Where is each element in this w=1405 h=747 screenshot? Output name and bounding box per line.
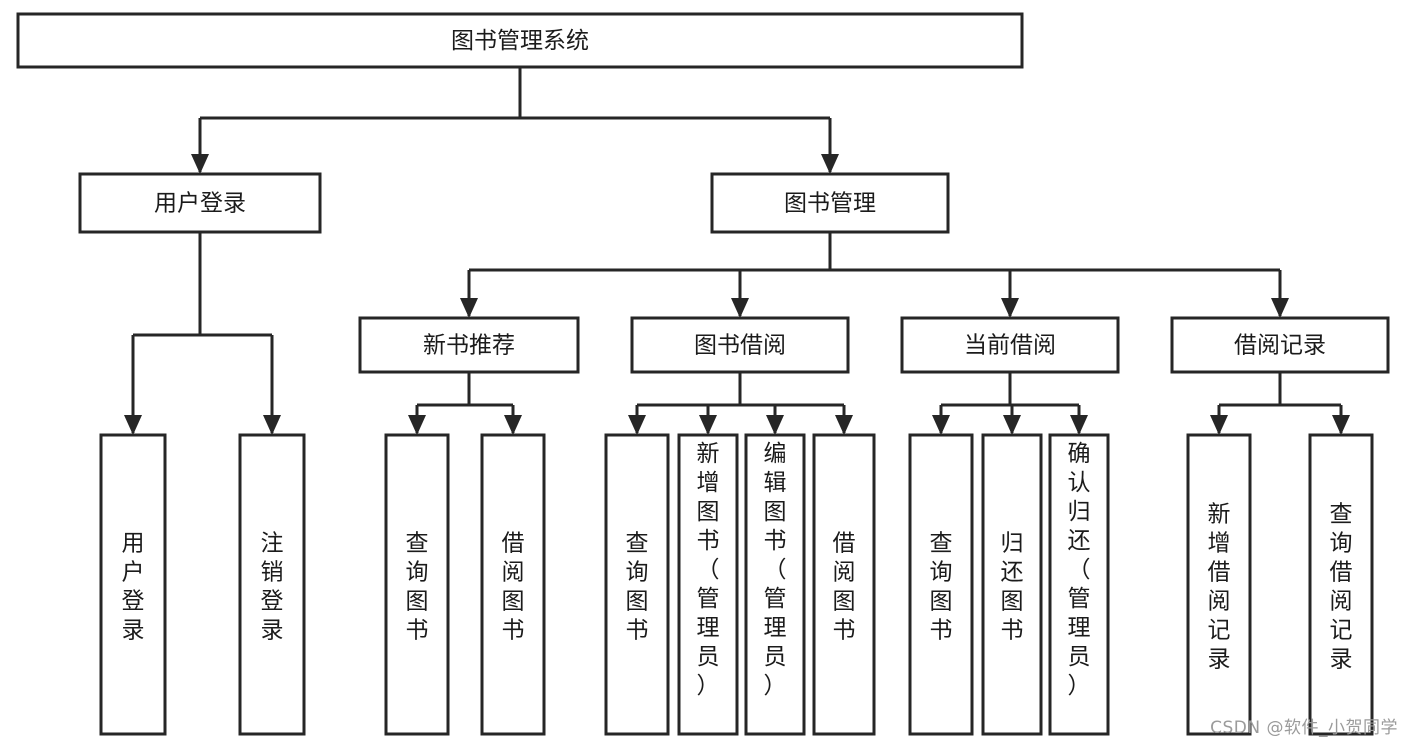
arrow-head-icon <box>124 415 142 435</box>
node-current-borrow[interactable] <box>900 316 1120 374</box>
arrow-head-icon <box>1070 415 1088 435</box>
arrow-head-icon <box>1332 415 1350 435</box>
node-leaf-query-record-label: 查询借阅记录 <box>1330 502 1353 673</box>
node-new-book-recommend-label: 新书推荐 <box>423 333 515 359</box>
node-new-book-recommend[interactable] <box>358 316 580 374</box>
arrow-head-icon <box>460 298 478 318</box>
arrow-head-icon <box>1210 415 1228 435</box>
node-book-manage-label: 图书管理 <box>784 191 876 217</box>
node-leaf-add-book[interactable] <box>677 433 739 736</box>
node-current-borrow-label: 当前借阅 <box>964 333 1056 359</box>
arrow-head-icon <box>699 415 717 435</box>
node-leaf-return-book-label: 归还图书 <box>1001 531 1024 644</box>
arrow-head-icon <box>191 154 209 174</box>
node-leaf-add-book-label: 新增图书（管理员） <box>697 441 720 699</box>
node-user-login-label: 用户登录 <box>154 191 246 217</box>
node-leaf-add-record[interactable] <box>1186 433 1252 736</box>
node-borrow-record-label: 借阅记录 <box>1234 333 1326 359</box>
arrow-head-icon <box>932 415 950 435</box>
node-book-borrow-label: 图书借阅 <box>694 333 786 359</box>
connector-layer <box>124 67 1350 435</box>
node-leaf-add-record-label: 新增借阅记录 <box>1208 502 1231 673</box>
node-user-login[interactable] <box>78 172 322 234</box>
node-leaf-borrow-book-2[interactable] <box>812 433 876 736</box>
node-leaf-borrow-book-1-label: 借阅图书 <box>502 531 525 644</box>
arrow-head-icon <box>1271 298 1289 318</box>
node-borrow-record[interactable] <box>1170 316 1390 374</box>
arrow-head-icon <box>766 415 784 435</box>
node-leaf-user-login[interactable] <box>99 433 167 736</box>
arrow-head-icon <box>628 415 646 435</box>
node-leaf-query-book-1-label: 查询图书 <box>406 531 429 644</box>
node-book-borrow[interactable] <box>630 316 850 374</box>
node-leaf-user-logout-label: 注销登录 <box>261 531 284 644</box>
arrow-head-icon <box>408 415 426 435</box>
node-leaf-query-record[interactable] <box>1308 433 1374 736</box>
node-leaf-edit-book[interactable] <box>744 433 806 736</box>
csdn-watermark: CSDN @软件_小贺同学 <box>1210 718 1398 738</box>
node-leaf-query-book-1[interactable] <box>384 433 450 736</box>
node-leaf-user-logout[interactable] <box>238 433 306 736</box>
arrow-head-icon <box>263 415 281 435</box>
node-root-label: 图书管理系统 <box>451 28 589 54</box>
arrow-head-icon <box>1001 298 1019 318</box>
node-leaf-confirm-return[interactable] <box>1048 433 1110 736</box>
node-leaf-borrow-book-1[interactable] <box>480 433 546 736</box>
arrow-head-icon <box>835 415 853 435</box>
node-leaf-user-login-label: 用户登录 <box>122 531 145 644</box>
node-book-manage[interactable] <box>710 172 950 234</box>
node-leaf-query-book-3[interactable] <box>908 433 974 736</box>
node-leaf-confirm-return-label: 确认归还（管理员） <box>1068 441 1091 699</box>
node-leaf-query-book-3-label: 查询图书 <box>930 531 953 644</box>
node-leaf-return-book[interactable] <box>981 433 1043 736</box>
arrow-head-icon <box>821 154 839 174</box>
node-leaf-borrow-book-2-label: 借阅图书 <box>833 531 856 644</box>
node-leaf-edit-book-label: 编辑图书（管理员） <box>764 441 787 699</box>
node-root[interactable] <box>16 12 1024 69</box>
node-layer: 图书管理系统用户登录图书管理新书推荐图书借阅当前借阅借阅记录用户登录注销登录查询… <box>16 12 1390 736</box>
arrow-head-icon <box>1003 415 1021 435</box>
arrow-head-icon <box>504 415 522 435</box>
node-leaf-query-book-2-label: 查询图书 <box>626 531 649 644</box>
arrow-head-icon <box>731 298 749 318</box>
node-leaf-query-book-2[interactable] <box>604 433 670 736</box>
